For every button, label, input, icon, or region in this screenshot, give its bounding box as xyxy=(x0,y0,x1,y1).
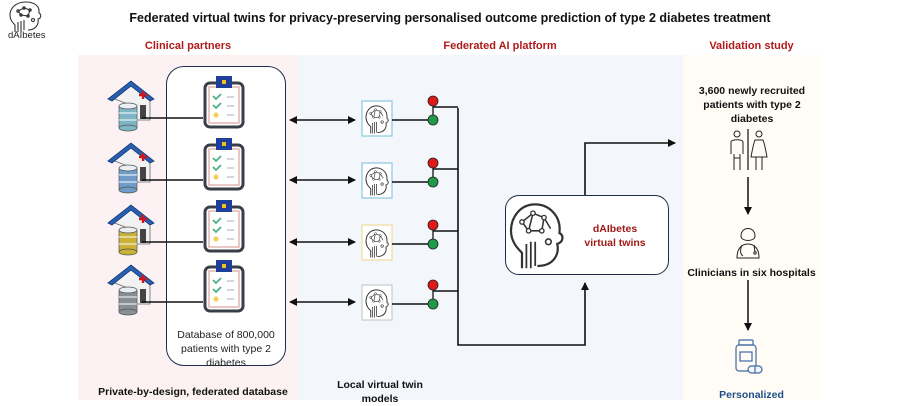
switch-off-indicator xyxy=(427,219,439,231)
local-virtual-twin-model-icon xyxy=(361,100,393,137)
eu-encrypted-clipboard-icon xyxy=(203,138,245,191)
eu-encrypted-clipboard-icon xyxy=(203,200,245,253)
switch-on-indicator xyxy=(427,176,439,188)
diagram-title: Federated virtual twins for privacy-pres… xyxy=(129,11,771,25)
hospital-icon xyxy=(107,204,155,245)
database-cylinder-icon xyxy=(118,102,138,132)
switch-on-indicator xyxy=(427,114,439,126)
aggregation-connectors xyxy=(457,108,676,346)
hospital-icon xyxy=(107,142,155,183)
section-title-validation: Validation study xyxy=(709,40,794,52)
section-title-federated: Federated AI platform xyxy=(443,40,557,52)
switch-off-indicator xyxy=(427,279,439,291)
local-virtual-twin-model-icon xyxy=(361,284,393,321)
male-female-patients-icon xyxy=(730,129,768,170)
outcome-text: Personalized xyxy=(719,389,784,401)
switch-off-indicator xyxy=(427,95,439,107)
local-virtual-twin-model-icon xyxy=(361,162,393,199)
central-virtual-twin-box xyxy=(505,195,669,275)
database-cylinder-icon xyxy=(118,164,138,194)
central-twin-label: dAIbetes virtual twins xyxy=(570,222,660,250)
eu-encrypted-clipboard-icon xyxy=(203,260,245,313)
database-cylinder-icon xyxy=(118,286,138,316)
patients-text: 3,600 newly recruited patients with type… xyxy=(698,85,806,125)
medication-bottle-icon xyxy=(735,339,763,374)
central-twin-label-line2: virtual twins xyxy=(584,237,646,249)
eu-encrypted-clipboard-icon xyxy=(203,76,245,129)
central-brain-circuit-icon xyxy=(509,203,564,270)
database-cylinder-icon xyxy=(118,226,138,256)
validation-study-panel xyxy=(683,55,820,400)
section-title-clinical: Clinical partners xyxy=(144,40,232,52)
logo-label: dAIbetes xyxy=(8,30,46,41)
local-virtual-twin-model-icon xyxy=(361,224,393,261)
central-twin-label-line1: dAIbetes xyxy=(592,223,638,235)
switch-on-indicator xyxy=(427,238,439,250)
clinical-footer-label: Private-by-design, federated database xyxy=(98,386,288,398)
database-description: Database of 800,000 patients with type 2… xyxy=(177,329,275,369)
switch-off-indicator xyxy=(427,157,439,169)
hospital-icon xyxy=(107,264,155,305)
aggregation-trunk xyxy=(457,108,589,346)
hospital-icon xyxy=(107,80,155,121)
clinicians-text: Clinicians in six hospitals xyxy=(687,267,816,279)
doctor-stethoscope-icon xyxy=(736,228,760,259)
switch-on-indicator xyxy=(427,298,439,310)
output-connector xyxy=(584,139,676,195)
